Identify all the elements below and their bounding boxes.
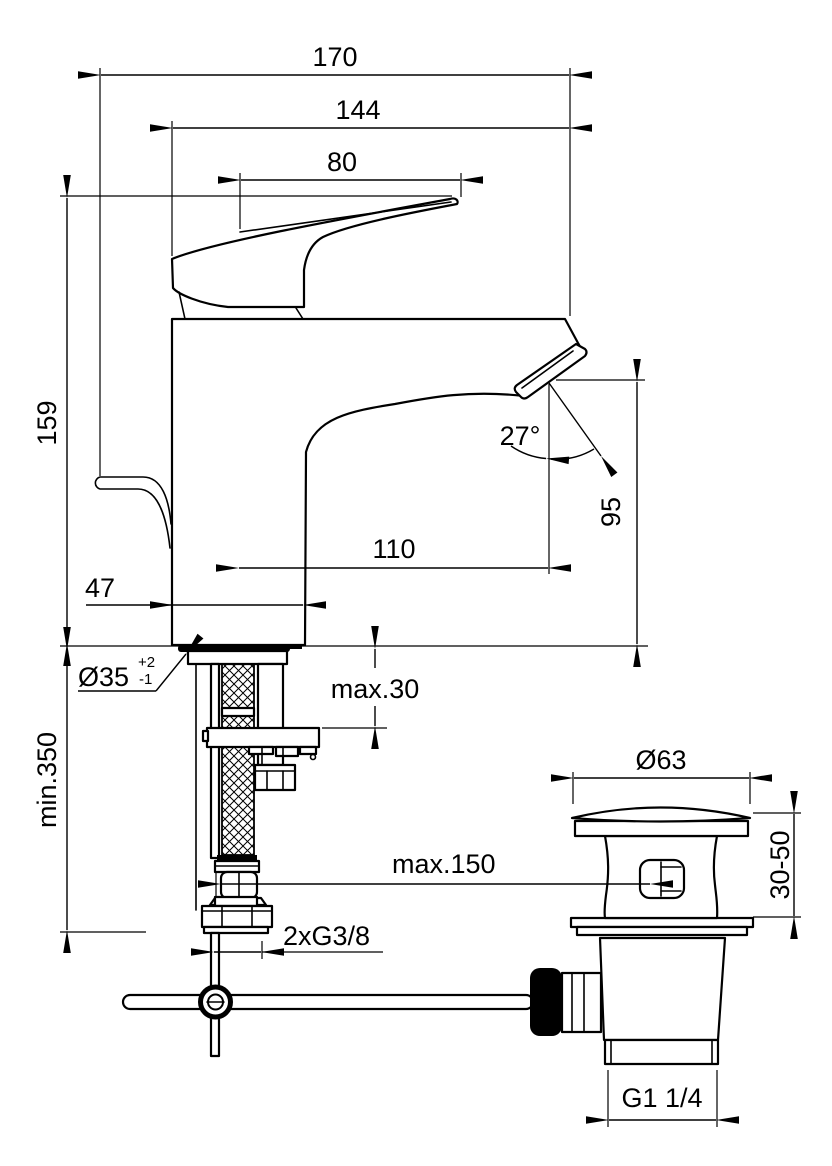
side-hook — [94, 476, 172, 549]
dimension-170: 170 — [78, 42, 592, 79]
dim-label-30-50: 30-50 — [765, 830, 795, 899]
ball-joint-nut — [530, 968, 562, 1036]
dim-label-d35: Ø35 — [78, 662, 129, 692]
faucet-body — [94, 317, 588, 647]
dim-label-d35-tol-minus: -1 — [139, 671, 152, 688]
waste-lower-flange — [569, 916, 755, 929]
dim-label-144: 144 — [335, 95, 380, 125]
dimension-angle-27: 27° — [500, 382, 618, 477]
dim-label-max150: max.150 — [392, 849, 496, 879]
supply-nut — [200, 904, 274, 929]
waste-window — [638, 858, 686, 900]
stud-nut — [253, 763, 297, 792]
dim-label-110: 110 — [372, 534, 415, 564]
pull-rod-lower — [209, 1015, 221, 1058]
waste-upper-flange — [573, 819, 750, 838]
dim-label-170: 170 — [312, 42, 357, 72]
dim-label-27deg: 27° — [500, 421, 541, 451]
lever-handle — [170, 197, 459, 320]
dimension-110: 110 — [216, 534, 571, 572]
waste-tailpiece — [603, 1038, 720, 1066]
dim-label-95: 95 — [596, 497, 626, 527]
horizontal-linkage-rod — [121, 993, 535, 1011]
ball-joint-collar — [560, 971, 603, 1034]
mounting-shank — [186, 649, 289, 666]
dimension-47: 47 — [85, 573, 326, 609]
dimension-min350: min.350 — [32, 627, 71, 953]
dimension-95: 95 — [596, 359, 641, 667]
dim-label-47: 47 — [85, 573, 115, 603]
dim-label-2xg38: 2xG3/8 — [283, 921, 370, 951]
dimension-hole-35: Ø35 +2 -1 — [78, 633, 204, 692]
supply-nut-cap — [213, 895, 259, 908]
pull-rod-upper — [209, 662, 221, 860]
dim-label-d35-tol-plus: +2 — [138, 654, 155, 671]
waste-tube — [598, 936, 727, 1042]
hose-crimp-band — [217, 855, 257, 861]
dimension-max150: max.150 — [198, 849, 673, 888]
dim-label-max30: max.30 — [331, 674, 420, 704]
dimension-g114: G1 1/4 — [586, 1083, 739, 1124]
pull-rod-mid — [209, 931, 221, 990]
dim-label-159: 159 — [32, 400, 62, 445]
waste-plug-cap — [570, 806, 752, 823]
dimension-g38: 2xG3/8 — [191, 921, 370, 956]
dim-label-d63: Ø63 — [635, 745, 686, 775]
dim-label-min350: min.350 — [32, 732, 62, 828]
dimension-d63: Ø63 — [551, 745, 772, 782]
dim-label-g114: G1 1/4 — [621, 1083, 702, 1113]
dimension-144: 144 — [150, 95, 592, 132]
braided-supply-hose — [220, 663, 256, 856]
dim-label-80: 80 — [327, 147, 357, 177]
pop-up-waste — [530, 806, 755, 1066]
dimension-80: 80 — [218, 147, 483, 184]
lever-outline — [170, 197, 459, 309]
clamp-plate — [205, 726, 321, 749]
body-spout-outline — [170, 317, 587, 647]
supply-washer — [202, 925, 270, 935]
dimension-159: 159 — [32, 175, 71, 666]
dimension-30-50: 30-50 — [765, 791, 798, 939]
dimension-max30: max.30 — [331, 626, 420, 749]
spout-aerator — [513, 342, 588, 400]
pop-up-linkage — [121, 984, 535, 1020]
